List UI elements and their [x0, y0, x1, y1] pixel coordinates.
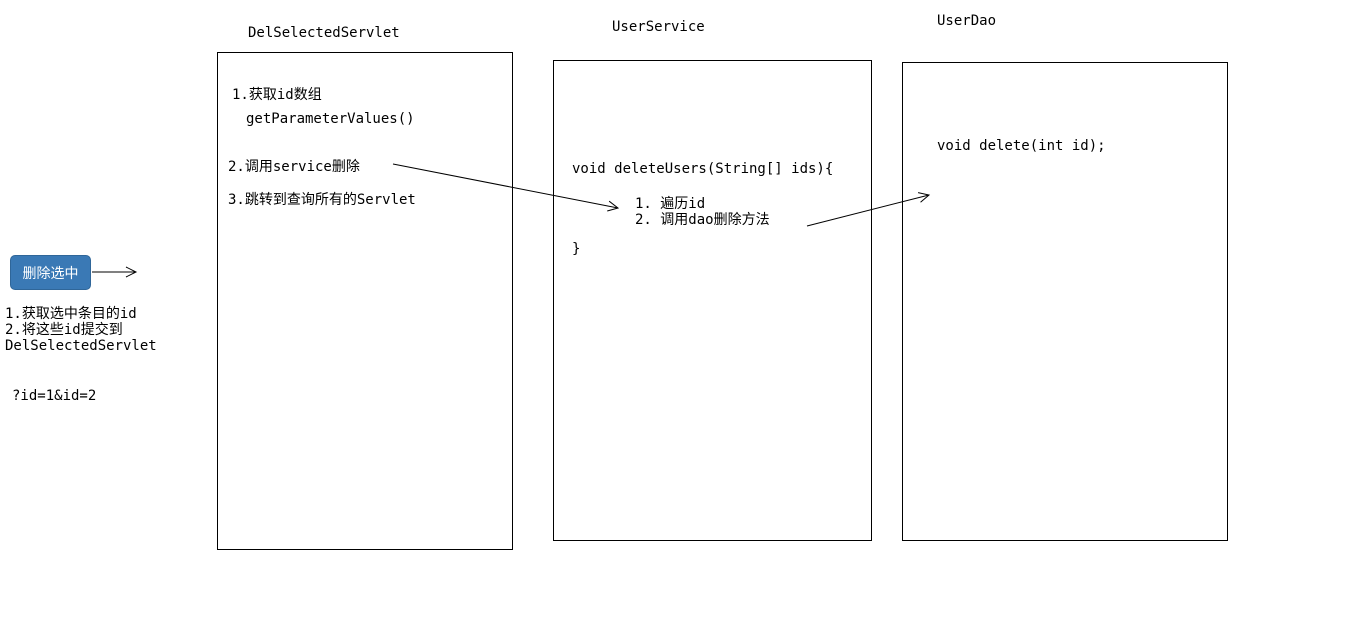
query-string-label: ?id=1&id=2: [12, 388, 97, 404]
service-method-signature: void deleteUsers(String[] ids){: [572, 161, 834, 177]
servlet-step-1: 1.获取id数组: [232, 87, 322, 103]
dao-box-title: UserDao: [937, 13, 997, 29]
servlet-box-title: DelSelectedServlet: [248, 25, 400, 41]
service-closing-brace: }: [572, 241, 581, 257]
delete-selected-button[interactable]: 删除选中: [10, 255, 91, 290]
dao-box: [902, 62, 1228, 541]
service-box-title: UserService: [612, 19, 705, 35]
note-servlet-name: DelSelectedServlet: [5, 338, 157, 354]
servlet-step-3: 3.跳转到查询所有的Servlet: [228, 192, 416, 208]
servlet-step-2: 2.调用service删除: [228, 159, 360, 175]
service-step-2: 2. 调用dao删除方法: [635, 212, 770, 228]
note-submit-ids: 2.将这些id提交到: [5, 322, 123, 338]
servlet-get-parameter-values: getParameterValues(): [246, 111, 415, 127]
service-step-1: 1. 遍历id: [635, 196, 706, 212]
dao-method-signature: void delete(int id);: [937, 138, 1106, 154]
note-get-selected-ids: 1.获取选中条目的id: [5, 306, 137, 322]
service-box: [553, 60, 872, 541]
servlet-box: [217, 52, 513, 550]
